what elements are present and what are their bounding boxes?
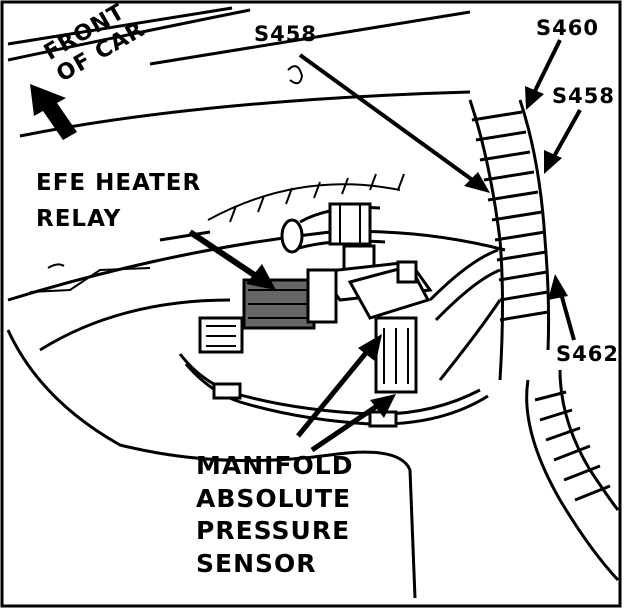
efe-label-line1: EFE HEATER (36, 170, 202, 196)
efe-label-line2: RELAY (36, 205, 122, 232)
harness-wrap-bands (471, 110, 549, 322)
map-label-line2: ABSOLUTE (196, 483, 352, 513)
efe-heater-relay-label: EFE HEATER RELAY (36, 166, 201, 237)
manifold-hatching (229, 173, 405, 223)
lower-conduit (525, 369, 620, 582)
splice-s462-label: S462 (556, 342, 619, 366)
diagram-frame (0, 0, 622, 608)
vacuum-hose (280, 202, 386, 254)
map-label-line1: MANIFOLD (196, 451, 354, 480)
map-sensor-label: MANIFOLD ABSOLUTE PRESSURE SENSOR (196, 450, 353, 580)
map-label-line4: SENSOR (196, 548, 317, 578)
left-connector-harness (178, 316, 489, 428)
splice-s458-right-label: S458 (552, 84, 615, 108)
pointer-arrows (188, 39, 582, 453)
front-arrow-icon (30, 84, 77, 140)
panel-detail-lines (29, 65, 401, 293)
splice-s460-label: S460 (536, 16, 599, 40)
splice-s458-left-label: S458 (254, 22, 317, 46)
main-wiring-harness (428, 99, 551, 381)
body-panel-outline (6, 6, 506, 599)
map-sensor-body (347, 260, 431, 394)
map-label-line3: PRESSURE (196, 516, 351, 545)
efe-relay-block (242, 268, 338, 330)
